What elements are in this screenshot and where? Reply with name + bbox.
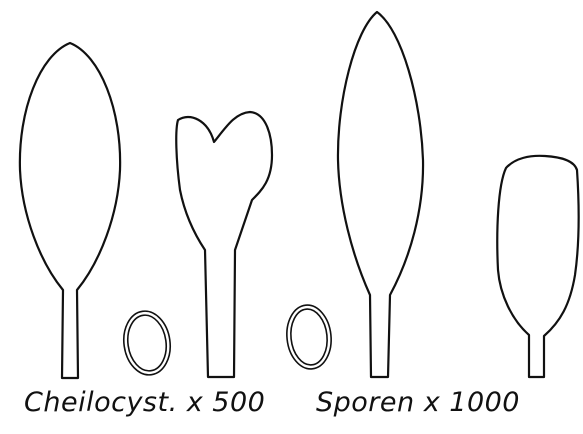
spore-1: [120, 308, 174, 378]
cheilocystidium-3: [338, 12, 423, 377]
caption-cheilocystidia: Cheilocyst. x 500: [24, 386, 265, 420]
cheilocystidium-4: [497, 156, 578, 377]
cheilocystidium-2: [176, 112, 272, 377]
cheilocystidium-1: [20, 43, 120, 378]
caption-spores: Sporen x 1000: [316, 386, 520, 420]
spore-2: [284, 303, 334, 371]
